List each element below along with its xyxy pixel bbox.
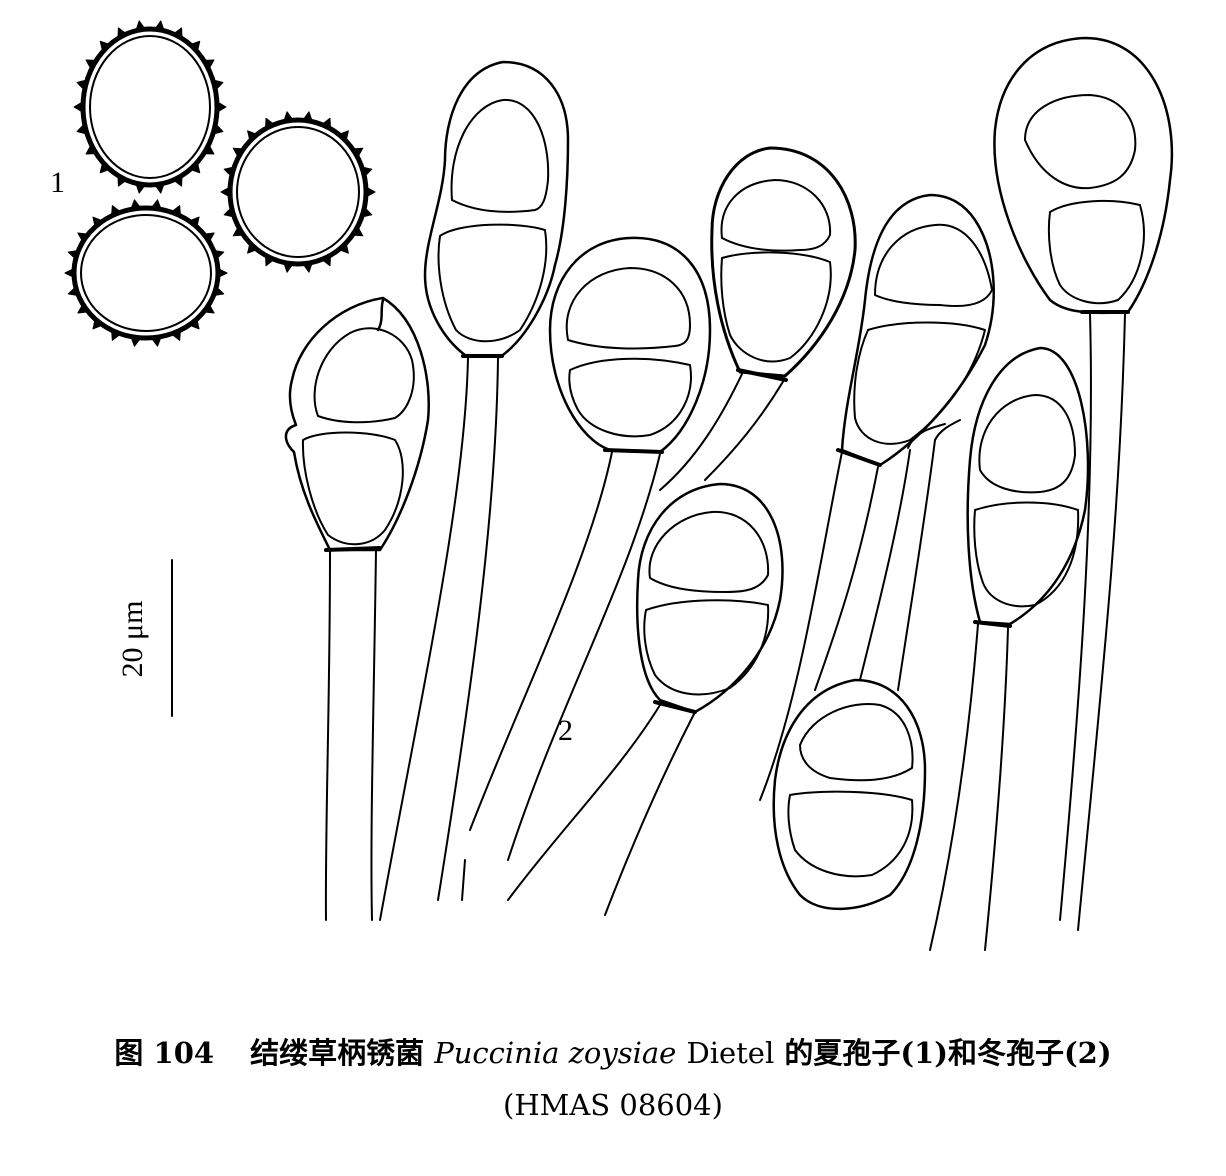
spine [117,175,127,187]
spine [264,254,275,267]
specimen-id: (HMAS 08604) [503,1088,723,1122]
spine [361,206,373,218]
spine [189,40,201,53]
spine [85,59,97,71]
spine [188,318,200,330]
spine [351,226,364,237]
spine [173,175,183,187]
spine [351,147,364,158]
spine [212,286,225,297]
caption-description: 的夏孢子(1)和冬孢子(2) [784,1036,1112,1070]
spine [189,161,201,174]
spine [203,59,215,71]
spine [217,267,228,279]
spine [111,329,122,341]
spine [92,216,104,228]
chinese-name: 结缕草柄锈菌 [250,1036,425,1070]
spine [212,249,225,260]
spine [135,20,146,32]
spine [365,186,376,198]
spore-illustration [64,20,1174,951]
spine [154,182,165,194]
teliospore [507,482,784,916]
teliospore [284,296,430,921]
spine [203,303,215,314]
teliospore [993,36,1174,931]
urediniospore-spines [64,199,228,347]
spine [321,254,332,267]
spine [170,205,181,217]
urediniospore-spines [73,20,227,194]
telio-label: 2 [558,714,573,747]
spine [77,232,89,243]
spine [302,111,313,123]
spine [173,27,183,39]
spine [247,130,258,142]
spine [76,123,88,135]
spine [130,199,142,210]
spine [64,267,75,279]
teliospore [469,236,712,861]
spine [111,205,122,217]
urediniospore-spines [220,111,376,273]
spine [321,117,332,130]
urediniospore-top [73,20,227,194]
spine [361,166,373,178]
spine [67,286,80,297]
spine [247,242,258,254]
spine [92,318,104,330]
spine [76,79,88,91]
spine [232,147,245,158]
spine [302,261,313,273]
spine [154,20,165,32]
spine [188,216,200,228]
spine [220,186,231,198]
spine [223,166,235,178]
spine [73,101,84,113]
teliospore [929,346,1090,951]
spine [283,261,294,273]
urediniospore-right [220,111,376,273]
spine [150,199,162,210]
figure-number: 图 104 [114,1036,215,1070]
teliospore [772,419,961,911]
spine [216,101,227,113]
teliospore [759,193,995,801]
spine [99,161,111,174]
spine [150,336,162,347]
spine [203,143,215,155]
spine [338,130,349,142]
spine [85,143,97,155]
spine [212,123,224,135]
spine [212,79,224,91]
urediniospore-bottom [64,199,228,347]
spine [130,336,142,347]
spine [264,117,275,130]
spine [338,242,349,254]
teliospore [379,60,570,921]
spine [170,329,181,341]
spine [232,226,245,237]
spine [283,111,294,123]
teliospore [659,146,857,491]
spine [135,182,146,194]
spine [77,303,89,314]
author-name: Dietel [686,1036,775,1070]
spine [67,249,80,260]
scale-bar-label: 20 μm [116,600,149,678]
spine [117,27,127,39]
spine [99,40,111,53]
spine [203,232,215,243]
uredinio-label: 1 [50,166,65,199]
spine [223,206,235,218]
scientific-name: Puccinia zoysiae [434,1036,677,1070]
figure-caption: 图 104 结缕草柄锈菌 Puccinia zoysiae Dietel 的夏孢子… [0,1030,1226,1072]
